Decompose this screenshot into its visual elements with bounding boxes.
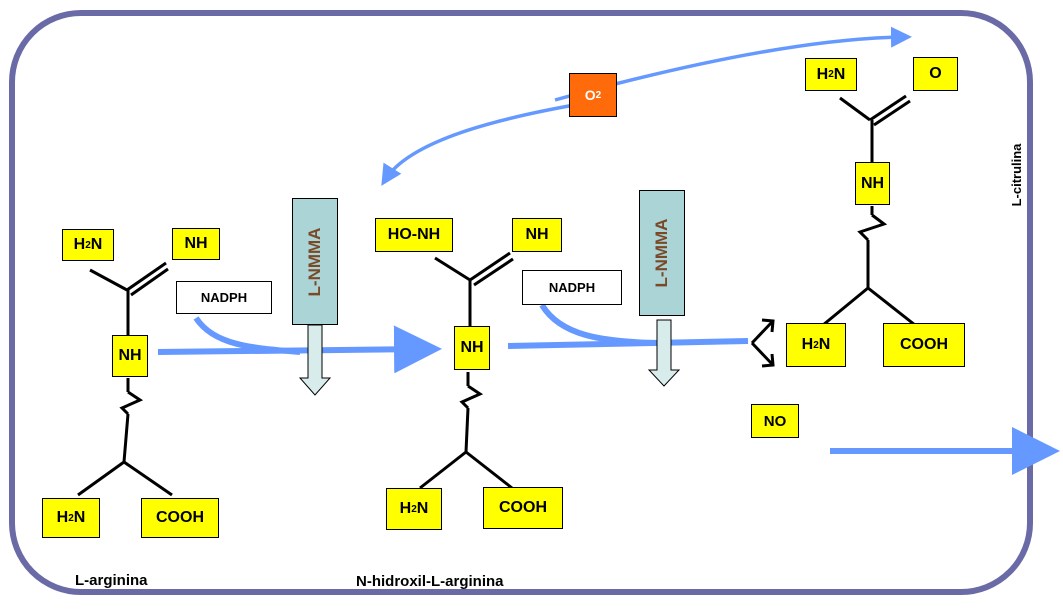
diagram-frame — [9, 10, 1033, 595]
arginine-cooh: COOH — [141, 498, 219, 538]
hydroxyarginine-bonds — [419, 251, 514, 490]
nitric-oxide-box: NO — [751, 404, 799, 438]
arginine-nh-top: NH — [172, 228, 220, 260]
nadph-curve-2 — [539, 303, 661, 346]
citrulline-o: O — [913, 57, 958, 91]
split-arrows — [750, 318, 775, 368]
citrulline-nh-center: NH — [855, 162, 890, 205]
citrulline-cooh: COOH — [883, 323, 965, 367]
nadph-label-1: NADPH — [176, 281, 272, 314]
arginine-bonds — [77, 261, 173, 497]
oxygen-arrow-left — [381, 102, 581, 186]
lnmma-inhibitor-2: L-NMMA — [639, 190, 685, 316]
arginine-nh-center: NH — [112, 335, 148, 377]
citrulline-bonds — [822, 94, 916, 327]
hydroxyarginine-nh-top: NH — [512, 218, 562, 252]
hydroxyarginine-name: N-hidroxil-L-arginina — [356, 573, 504, 590]
hydroxyarginine-cooh: COOH — [483, 487, 563, 529]
nadph-curve-1 — [193, 316, 301, 355]
citrulline-name: L-citrulina — [1009, 143, 1024, 207]
nadph-label-2: NADPH — [522, 270, 622, 305]
hydroxyarginine-nh-center: NH — [454, 326, 490, 370]
inhibition-arrow-2 — [647, 319, 681, 387]
arginine-name: L-arginina — [75, 572, 148, 589]
inhibition-arrow-1 — [298, 324, 332, 396]
lnmma-inhibitor-1: L-NMMA — [292, 198, 338, 325]
hydroxyarginine-honh: HO-NH — [375, 218, 453, 252]
